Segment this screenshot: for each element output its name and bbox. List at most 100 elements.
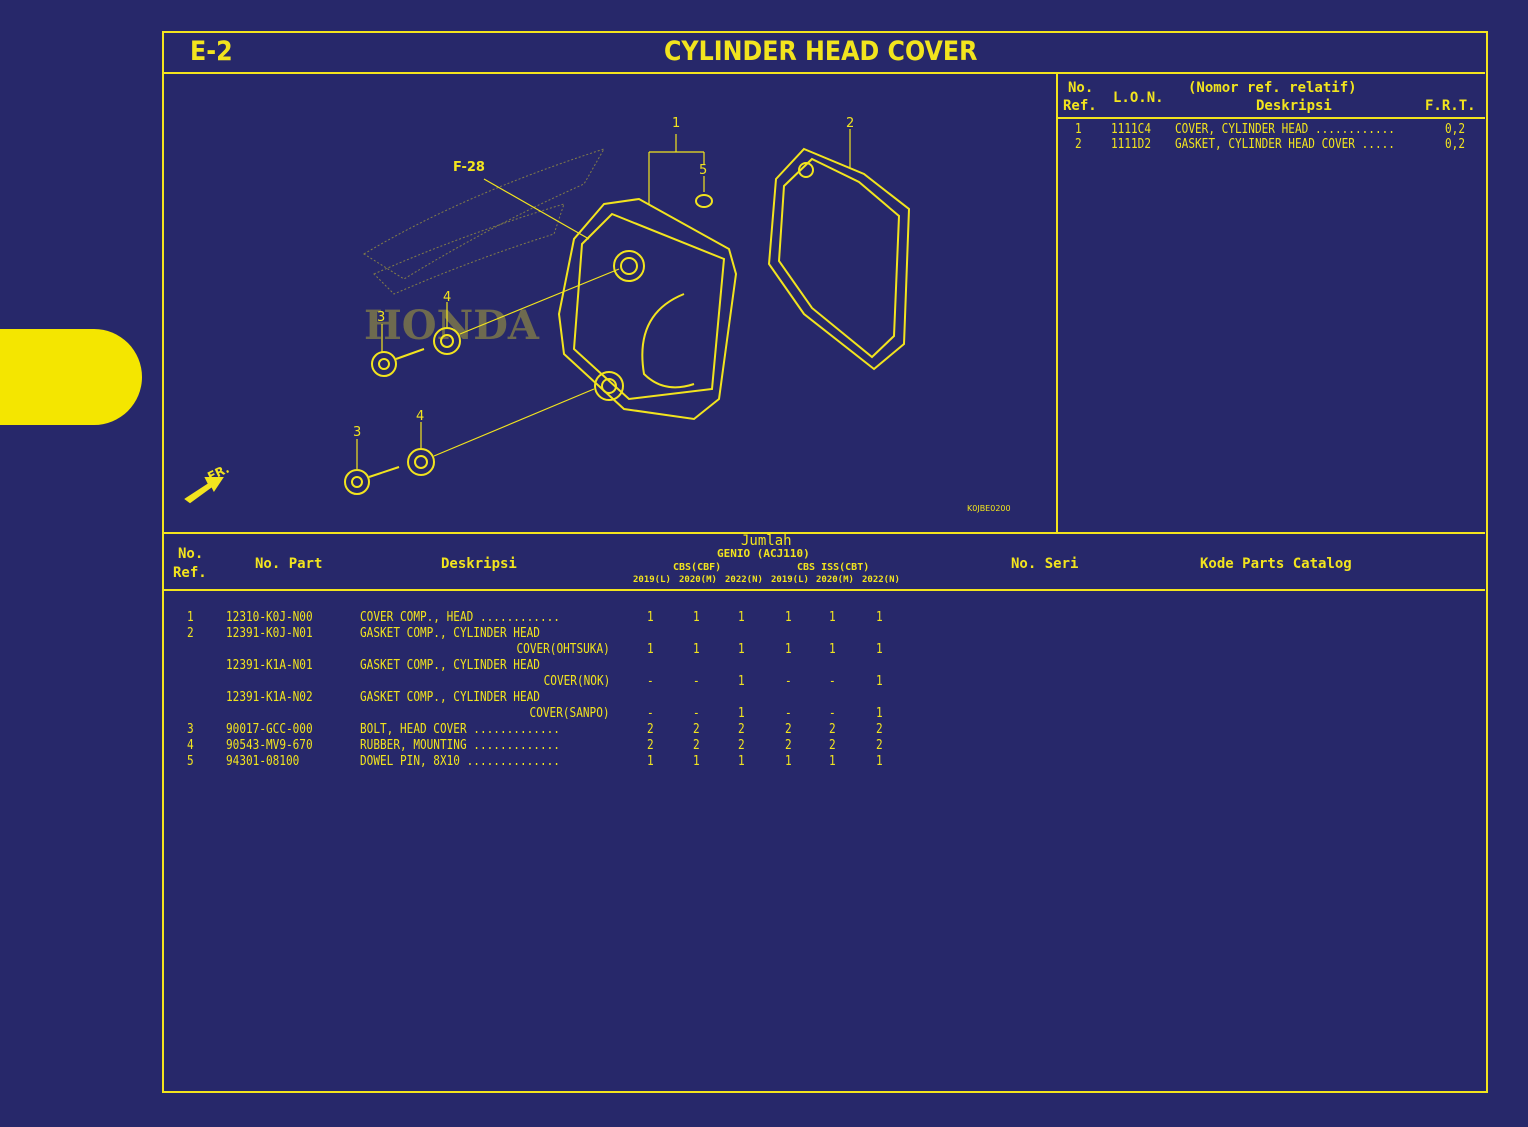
quantity: 1: [738, 609, 745, 625]
lon-code: 1111D2: [1111, 136, 1152, 152]
quantity: 1: [876, 609, 883, 625]
quantity: 1: [738, 641, 745, 657]
lon-description: GASKET, CYLINDER HEAD COVER .....: [1175, 136, 1395, 152]
drawing-code: K0JBE0200: [967, 504, 1011, 513]
quantity: 2: [785, 721, 792, 737]
quantity: 1: [876, 673, 883, 689]
header-year: 2019(L): [633, 575, 671, 585]
header-catalog-code: Kode Parts Catalog: [1200, 556, 1352, 572]
header-year: 2022(N): [862, 575, 900, 585]
lon-ref: 2: [1075, 136, 1082, 152]
header-part-no: No. Part: [255, 556, 323, 572]
exploded-diagram: HONDA 1 2 3 4 5 3 4 F-28 FR. K0JBE0200: [184, 116, 1011, 513]
header-no: No.: [1068, 80, 1094, 96]
callout-3: 3: [377, 310, 385, 325]
quantity: 1: [738, 673, 745, 689]
quantity: 1: [693, 609, 700, 625]
reference-f28: F-28: [453, 160, 485, 175]
header-year: 2020(M): [816, 575, 854, 585]
quantity: 2: [647, 737, 654, 753]
part-number: 12391-K1A-N02: [226, 689, 313, 705]
part-number: 90543-MV9-670: [226, 737, 313, 753]
quantity: 1: [876, 641, 883, 657]
part-number: 12310-K0J-N00: [226, 609, 313, 625]
quantity: 2: [693, 721, 700, 737]
header-year: 2019(L): [771, 575, 809, 585]
description: GASKET COMP., CYLINDER HEAD: [360, 689, 540, 705]
quantity: 2: [693, 737, 700, 753]
divider: [1058, 117, 1485, 119]
quantity: -: [693, 673, 700, 689]
side-tab[interactable]: [0, 329, 142, 425]
lon-frt: 0,2: [1445, 136, 1466, 152]
quantity: -: [693, 705, 700, 721]
ref-number: 4: [187, 737, 194, 753]
header-lon: L.O.N.: [1113, 90, 1164, 106]
quantity: 2: [647, 721, 654, 737]
dowel-pin-part: [695, 194, 713, 208]
part-number: 12391-K0J-N01: [226, 625, 313, 641]
quantity: 2: [738, 721, 745, 737]
quantity: 1: [785, 641, 792, 657]
header-ref: Ref.: [1063, 98, 1097, 114]
quantity: 2: [876, 737, 883, 753]
header-no: No.: [178, 546, 204, 562]
header-group-cbf: CBS(CBF): [673, 562, 722, 573]
quantity: 1: [647, 753, 654, 769]
page-code: E-2: [190, 36, 233, 67]
quantity: 2: [876, 721, 883, 737]
quantity: -: [829, 673, 836, 689]
honda-wing-watermark: [363, 148, 606, 295]
quantity: 1: [829, 609, 836, 625]
divider: [163, 589, 1485, 591]
header-year: 2020(M): [679, 575, 717, 585]
lon-ref: 1: [1075, 121, 1082, 137]
header-quantity: Jumlah: [741, 533, 792, 549]
header-description: Deskripsi: [1256, 98, 1332, 114]
divider: [163, 532, 1485, 534]
ref-number: 1: [187, 609, 194, 625]
header-ref: Ref.: [173, 565, 207, 581]
callout-3: 3: [353, 425, 361, 440]
ref-number: 2: [187, 625, 194, 641]
parts-sheet: [162, 31, 1488, 1093]
quantity: 1: [785, 753, 792, 769]
lon-frt: 0,2: [1445, 121, 1466, 137]
header-description: Deskripsi: [441, 556, 517, 572]
quantity: 1: [693, 641, 700, 657]
quantity: 2: [738, 737, 745, 753]
callout-4: 4: [416, 409, 424, 424]
header-frt: F.R.T.: [1425, 98, 1476, 114]
divider: [1056, 73, 1058, 533]
quantity: 1: [785, 609, 792, 625]
description-continued: COVER(NOK): [543, 673, 610, 689]
honda-watermark: HONDA: [364, 302, 540, 349]
quantity: 1: [738, 705, 745, 721]
header-model: GENIO (ACJ110): [717, 547, 810, 560]
quantity: 1: [647, 609, 654, 625]
front-arrow-icon: [184, 477, 224, 504]
quantity: 1: [829, 641, 836, 657]
quantity: 1: [693, 753, 700, 769]
quantity: 1: [876, 705, 883, 721]
header-serial: No. Seri: [1011, 556, 1079, 572]
callout-2: 2: [846, 116, 854, 131]
callout-5: 5: [699, 163, 707, 178]
lon-code: 1111C4: [1111, 121, 1152, 137]
header-group-cbt: CBS ISS(CBT): [797, 562, 870, 573]
description: DOWEL PIN, 8X10 ..............: [360, 753, 560, 769]
header-year: 2022(N): [725, 575, 763, 585]
quantity: 2: [785, 737, 792, 753]
gasket-part: [767, 147, 911, 371]
quantity: -: [647, 673, 654, 689]
header-relative-ref: (Nomor ref. relatif): [1188, 80, 1357, 96]
ref-number: 3: [187, 721, 194, 737]
cylinder-head-cover-part: [557, 197, 738, 421]
quantity: -: [647, 705, 654, 721]
description: GASKET COMP., CYLINDER HEAD: [360, 625, 540, 641]
divider: [163, 72, 1485, 74]
description: GASKET COMP., CYLINDER HEAD: [360, 657, 540, 673]
page-title: CYLINDER HEAD COVER: [664, 36, 978, 67]
quantity: -: [829, 705, 836, 721]
lon-description: COVER, CYLINDER HEAD ............: [1175, 121, 1395, 137]
